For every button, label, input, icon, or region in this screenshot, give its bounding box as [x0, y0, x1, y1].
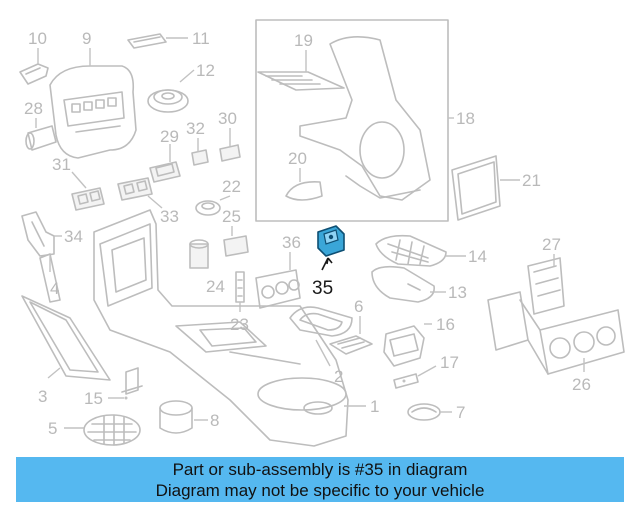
- part-13-flat-mat: [371, 265, 435, 303]
- part-15-bracket: [121, 367, 143, 395]
- armrest-inset-frame: [255, 19, 449, 222]
- part-26-climate-unit: [487, 291, 625, 375]
- callout-18: 18: [456, 109, 475, 128]
- part-5-mesh-grille: [83, 414, 141, 446]
- part-9-center-bezel: [49, 65, 137, 159]
- part-33-switch-block: [117, 177, 153, 201]
- callout-30: 30: [218, 109, 237, 128]
- callout-28: 28: [24, 99, 43, 118]
- part-12-round-knob: [147, 89, 189, 113]
- callout-7: 7: [456, 403, 465, 422]
- part-28-cylinder: [25, 125, 57, 151]
- callout-33: 33: [160, 207, 179, 226]
- callout-6: 6: [354, 297, 363, 316]
- part-25-switch: [223, 235, 249, 257]
- part-1-center-console: [93, 209, 349, 447]
- part-23-slim-clip: [235, 271, 245, 303]
- callout-19: 19: [294, 31, 313, 50]
- part-24-cylinder-switch: [189, 239, 209, 269]
- part-7-round-pad: [407, 403, 441, 421]
- callout-14: 14: [468, 247, 487, 266]
- info-banner: Part or sub-assembly is #35 in diagram D…: [16, 457, 624, 502]
- part-20-oval-pad: [285, 180, 323, 201]
- callout-20: 20: [288, 149, 307, 168]
- part-32-switch: [191, 149, 209, 166]
- callout-32: 32: [186, 119, 205, 138]
- callout-25: 25: [222, 207, 241, 226]
- callout-16: 16: [436, 315, 455, 334]
- callout-13: 13: [448, 283, 467, 302]
- callout-26: 26: [572, 375, 591, 394]
- part-21-lid: [451, 155, 501, 221]
- callout-24: 24: [206, 277, 225, 296]
- part-22-round-button: [195, 200, 221, 216]
- callout-4: 4: [50, 279, 59, 298]
- part-29-switch: [149, 161, 181, 183]
- part-3-side-panel: [21, 295, 111, 381]
- callout-8: 8: [210, 411, 219, 430]
- part-34-bracket: [21, 211, 55, 257]
- callout-11: 11: [192, 29, 210, 48]
- part-16-bracket-block: [383, 325, 425, 367]
- callout-2: 2: [334, 367, 343, 386]
- callout-9: 9: [82, 29, 91, 48]
- callout-1: 1: [370, 397, 379, 416]
- part-14-mesh-mat: [375, 234, 447, 267]
- banner-line-1: Part or sub-assembly is #35 in diagram: [172, 460, 468, 479]
- callout-34: 34: [64, 227, 83, 246]
- part-36-control-panel: [255, 269, 301, 309]
- callout-12: 12: [196, 61, 215, 80]
- part-31-switch-block: [71, 187, 105, 211]
- part-2-tray: [289, 306, 353, 337]
- part-19-mesh-pad: [257, 71, 345, 91]
- callout-36: 36: [282, 233, 301, 252]
- callout-23: 23: [230, 315, 249, 334]
- banner-line-2: Diagram may not be specific to your vehi…: [155, 481, 485, 500]
- part-30-switch: [219, 144, 241, 162]
- callout-31: 31: [52, 155, 71, 174]
- callout-3: 3: [38, 387, 47, 406]
- part-10-clip: [19, 63, 49, 85]
- part-4-side-trim: [39, 253, 61, 303]
- part-35-highlighted-switch: [317, 225, 345, 257]
- part-8-cup-holder: [159, 400, 193, 434]
- callout-21: 21: [522, 171, 541, 190]
- callout-15: 15: [84, 389, 103, 408]
- part-27-bracket: [527, 257, 565, 315]
- callout-5: 5: [48, 419, 57, 438]
- part-17-clip: [393, 373, 419, 389]
- part-18-armrest: [299, 36, 431, 201]
- callout-10: 10: [28, 29, 47, 48]
- callout-35: 35: [312, 278, 333, 299]
- callout-29: 29: [160, 127, 179, 146]
- part-11-trim-strip: [127, 33, 167, 49]
- callout-27: 27: [542, 235, 561, 254]
- part-6-small-mesh: [329, 335, 373, 355]
- callout-17: 17: [440, 353, 459, 372]
- callout-22: 22: [222, 177, 241, 196]
